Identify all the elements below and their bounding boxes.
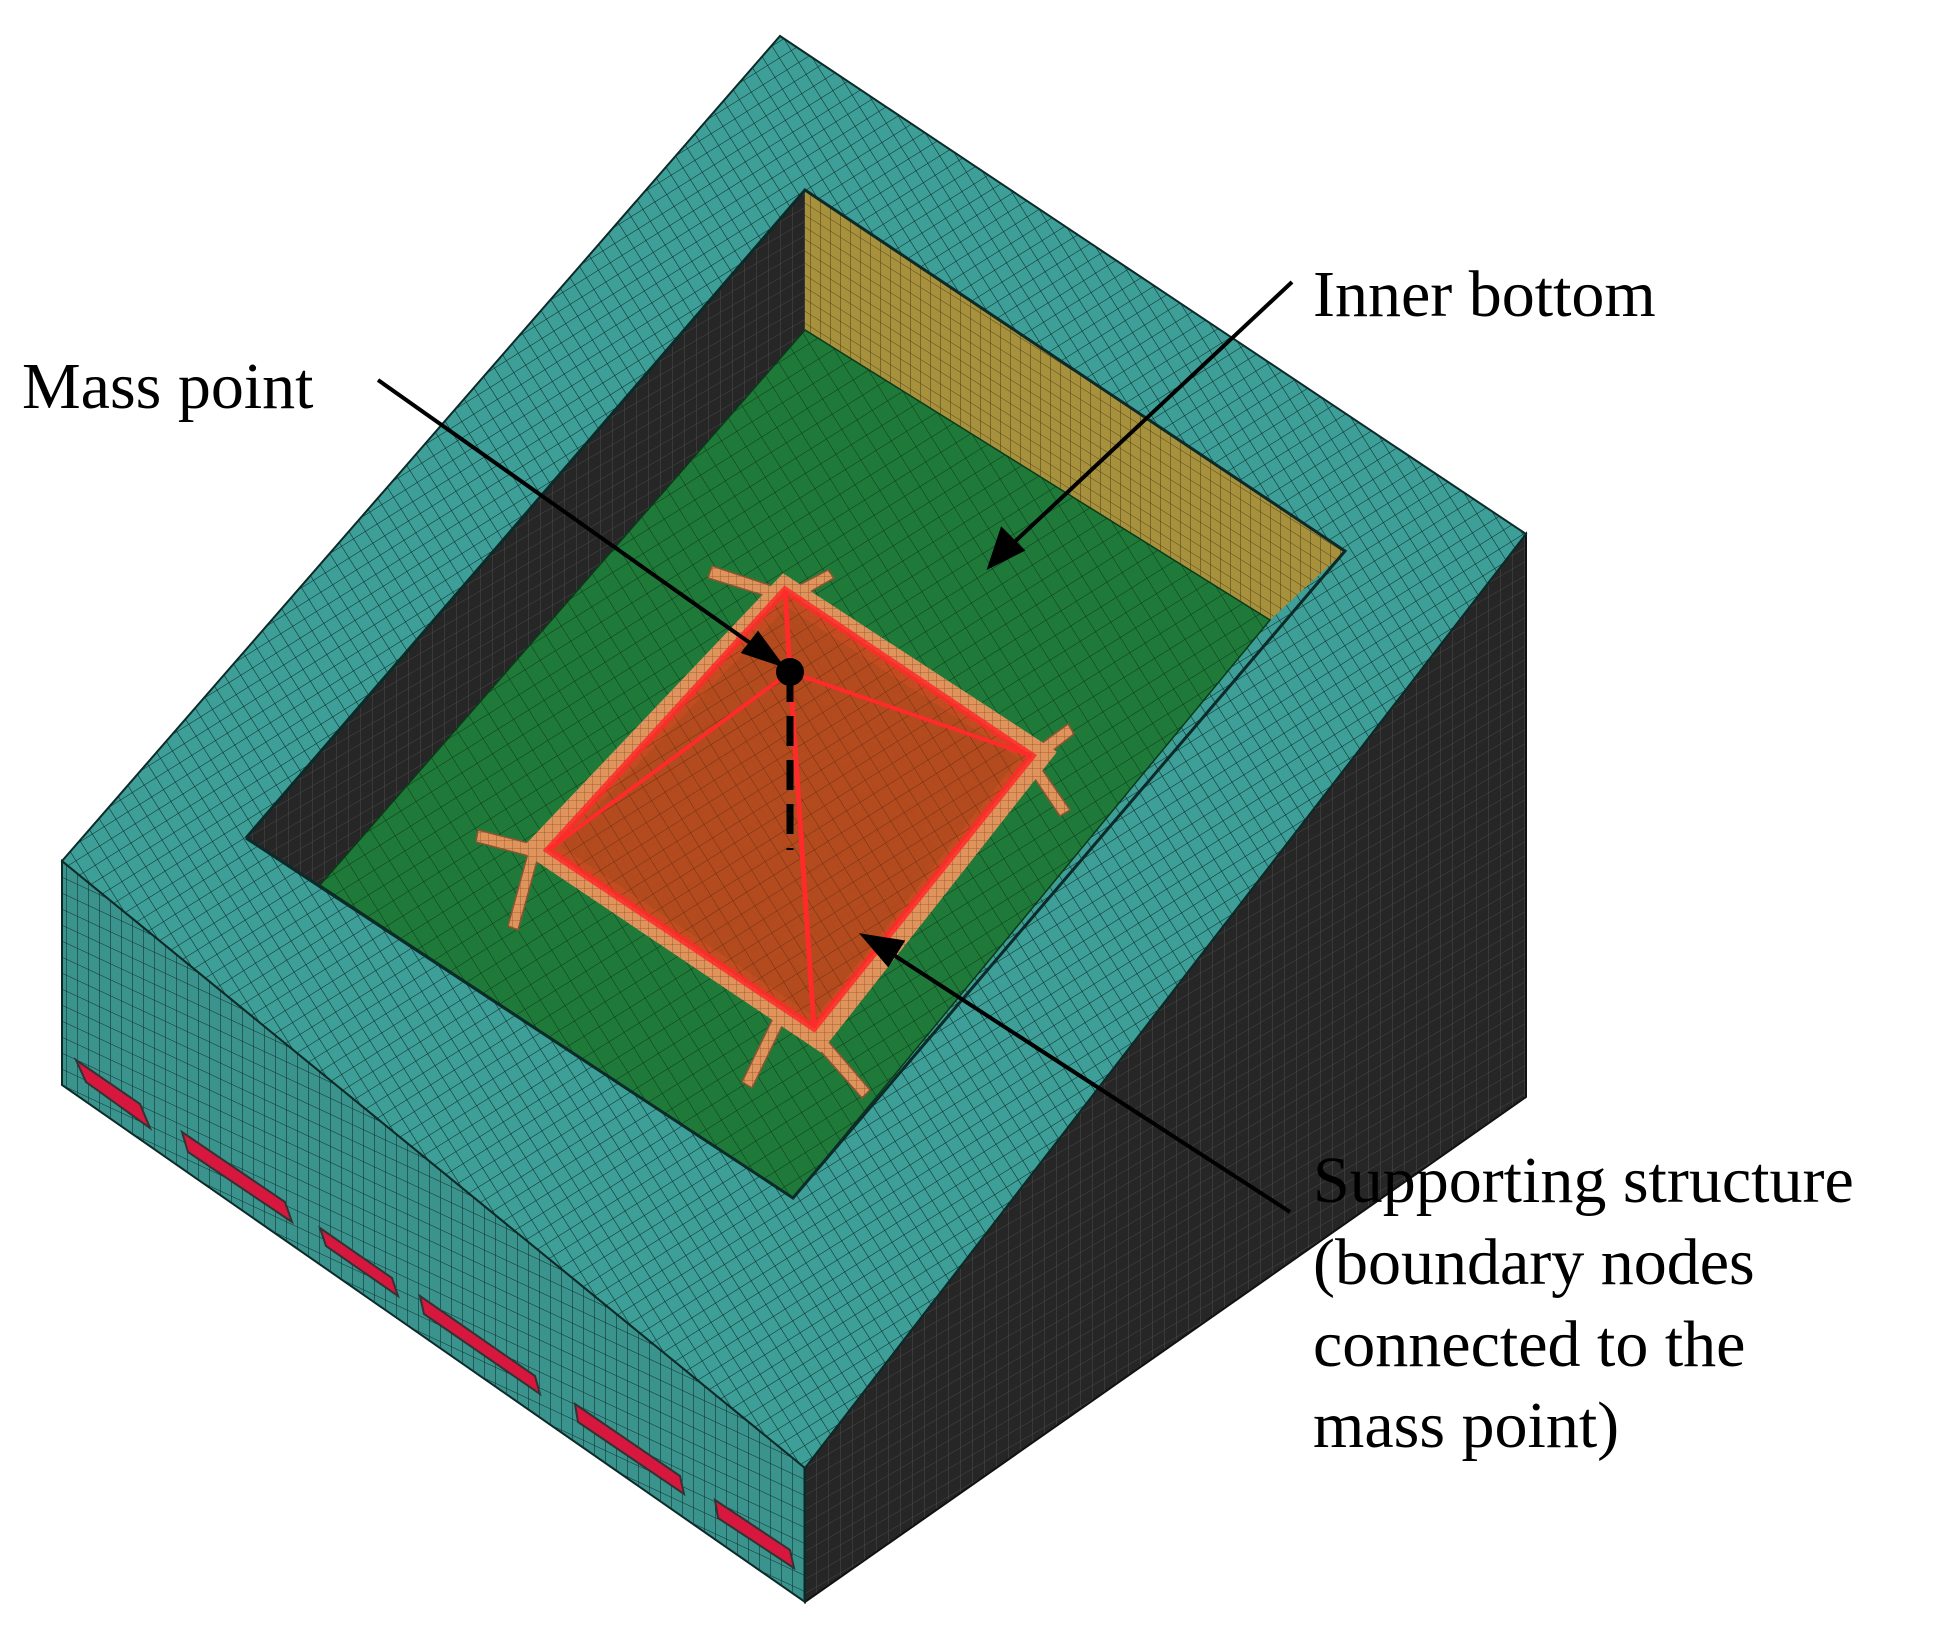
supporting-structure-label-line-3: connected to the bbox=[1313, 1307, 1746, 1381]
inner-bottom-arrowhead bbox=[986, 526, 1026, 570]
mass-point-arrowhead bbox=[740, 630, 786, 668]
mass-point-label: Mass point bbox=[22, 350, 314, 423]
hold-inner-wall-left bbox=[246, 190, 805, 885]
inner-bottom-label: Inner bottom bbox=[1313, 258, 1656, 331]
rigid-link bbox=[546, 670, 792, 852]
side-openings bbox=[73, 1057, 796, 1571]
side-opening bbox=[713, 1497, 796, 1571]
supporting-structure-leader bbox=[884, 948, 1292, 1214]
mass-point-leader bbox=[376, 378, 762, 652]
side-opening bbox=[73, 1057, 153, 1131]
hold-opening-edge bbox=[244, 188, 1348, 1200]
inner-bottom-leader bbox=[1006, 280, 1294, 550]
supporting-structure-label-line-1: Supporting structure bbox=[1313, 1144, 1854, 1217]
rigid-link bbox=[787, 671, 817, 1029]
hold-inner-wall-top bbox=[805, 190, 1345, 620]
side-opening bbox=[180, 1129, 294, 1225]
supporting-structure-label-line-4: mass point) bbox=[1313, 1389, 1620, 1463]
supporting-structure-label-line-2: (boundary nodes bbox=[1313, 1225, 1755, 1299]
side-opening bbox=[418, 1293, 542, 1397]
supporting-structure-arrowhead bbox=[858, 933, 906, 968]
supporting-structure-label: Supporting structure (boundary nodes con… bbox=[1313, 1140, 1854, 1467]
rigid-link bbox=[789, 670, 1033, 758]
side-opening bbox=[573, 1401, 686, 1497]
side-opening bbox=[318, 1225, 400, 1299]
annotation-arrows bbox=[376, 280, 1294, 1214]
